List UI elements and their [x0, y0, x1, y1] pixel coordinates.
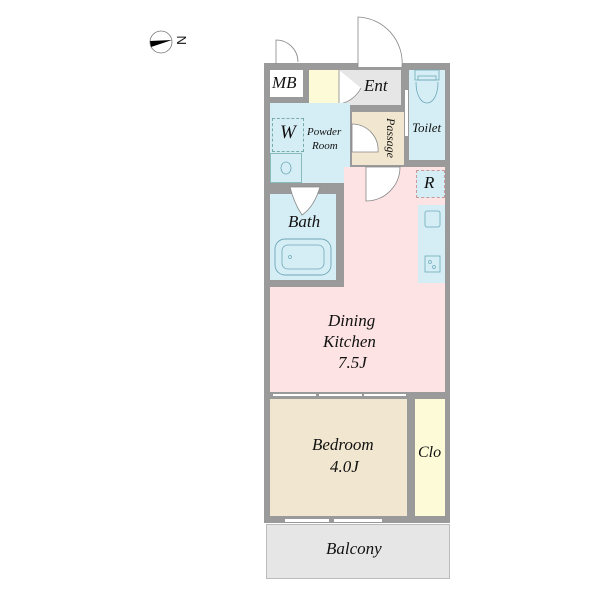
- toilet-fixture-icon: [414, 69, 440, 104]
- main-entrance-door-swing: [357, 16, 403, 68]
- sink-icon: [424, 210, 441, 228]
- washer-space: [272, 118, 304, 152]
- label-bedroom-size: 4.0J: [330, 457, 359, 476]
- room-toilet: [409, 70, 445, 160]
- balcony-window-1: [284, 518, 330, 523]
- label-ent: Ent: [364, 76, 388, 95]
- passage-door-swing: [351, 123, 379, 153]
- label-dining-kitchen-size: 7.5J: [338, 353, 367, 372]
- label-passage: Passage: [384, 118, 398, 158]
- room-mb: [270, 70, 303, 97]
- label-clo: Clo: [418, 444, 442, 461]
- label-w: W: [280, 122, 296, 143]
- label-r: R: [424, 173, 435, 192]
- fridge-space: [416, 170, 445, 198]
- compass-north-label: N: [173, 35, 189, 45]
- label-dining-kitchen-2: Kitchen: [323, 332, 376, 351]
- mb-door-swing: [275, 39, 299, 64]
- room-closet: [415, 399, 445, 516]
- label-dining-kitchen-1: Dining: [328, 311, 376, 330]
- room-powder-room: [270, 103, 350, 183]
- bath-door-swing: [289, 186, 321, 216]
- label-toilet: Toilet: [412, 120, 442, 135]
- room-dining-kitchen: [270, 287, 445, 392]
- compass: N: [146, 27, 189, 57]
- washbasin-icon: [280, 161, 292, 175]
- toilet-door: [404, 90, 408, 136]
- balcony-window-2: [333, 518, 383, 523]
- label-mb: MB: [272, 73, 297, 92]
- compass-arrow-icon: [149, 30, 173, 54]
- bathtub-icon: [274, 238, 332, 276]
- room-bedroom: [270, 399, 407, 516]
- washbasin-counter: [270, 153, 302, 183]
- label-balcony: Balcony: [326, 539, 382, 558]
- room-balcony: [266, 524, 450, 579]
- sliding-door-1: [272, 393, 317, 397]
- stove-icon: [424, 255, 441, 273]
- kitchen-counter: [418, 205, 445, 283]
- label-powder-room-1: Powder: [307, 126, 342, 138]
- label-bedroom: Bedroom: [312, 435, 374, 454]
- shoe-cabinet: [309, 70, 339, 105]
- sliding-door-3: [363, 393, 407, 397]
- label-powder-room-2: Room: [312, 140, 338, 152]
- label-bath: Bath: [288, 212, 321, 231]
- dk-door-swing: [365, 166, 401, 202]
- sliding-door-2: [318, 393, 363, 397]
